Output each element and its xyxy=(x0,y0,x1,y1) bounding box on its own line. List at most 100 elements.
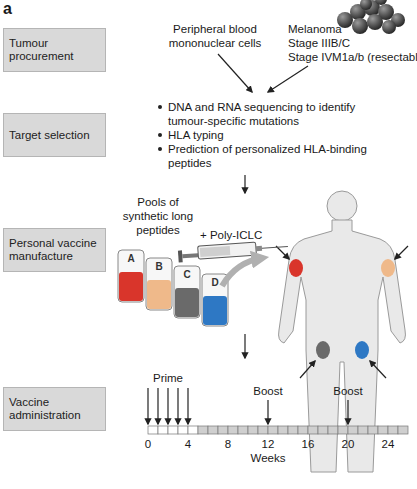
week-cell xyxy=(318,426,328,434)
bullet-text: Prediction of personalized HLA-binding p… xyxy=(168,142,383,170)
injection-arrows xyxy=(276,246,408,378)
week-cell xyxy=(258,426,268,434)
human-figure xyxy=(327,191,357,221)
dose-arrow xyxy=(187,388,188,424)
peptide-vials xyxy=(175,288,199,317)
injection-arrows xyxy=(300,361,315,378)
week-cell xyxy=(228,426,238,434)
stage-label: Personal vaccine manufacture xyxy=(9,237,100,263)
source-label: Melanoma xyxy=(288,22,342,36)
tumour-cells xyxy=(337,0,405,34)
week-cell xyxy=(198,426,208,434)
syringe xyxy=(256,246,262,251)
injection-sites xyxy=(355,341,369,359)
syringe xyxy=(182,253,198,258)
syringe xyxy=(262,246,288,248)
stage-label: Tumour procurement xyxy=(9,37,100,63)
flow-arrows xyxy=(268,66,308,92)
adjuvant-label: + Poly-ICLC xyxy=(200,228,262,242)
flow-arrows xyxy=(218,54,252,92)
peptide-vials xyxy=(174,266,200,318)
week-cell xyxy=(388,426,398,434)
tumour-cells xyxy=(367,14,383,30)
transfer-arrow xyxy=(222,258,262,286)
week-cell xyxy=(248,426,258,434)
axis-tick: 24 xyxy=(382,437,395,451)
week-cell xyxy=(278,426,288,434)
injection-sites xyxy=(289,259,303,277)
injection-sites xyxy=(381,259,395,277)
week-cell xyxy=(338,426,348,434)
dose-arrow xyxy=(147,388,148,424)
peptide-vials xyxy=(203,296,227,325)
peptide-vials xyxy=(119,272,143,301)
week-cell xyxy=(148,426,158,434)
human-figure xyxy=(279,220,406,472)
axis-title: Weeks xyxy=(251,451,286,465)
dose-arrow xyxy=(167,388,168,424)
vial-letter: A xyxy=(127,252,134,266)
tumour-cells xyxy=(382,20,396,34)
week-cell xyxy=(288,426,298,434)
source-label: Peripheral blood mononuclear cells xyxy=(160,22,270,50)
bullet-dots xyxy=(158,105,162,151)
source-label: Stage IIIB/C xyxy=(288,36,350,50)
injection-arrows xyxy=(276,246,289,259)
syringe xyxy=(178,240,289,263)
stage-label: Vaccine administration xyxy=(9,396,100,422)
dose-arrow xyxy=(157,388,158,424)
stage-band: Target selection xyxy=(3,113,106,157)
stage-label: Target selection xyxy=(9,129,90,142)
syringe xyxy=(200,246,231,257)
injection-arrows xyxy=(370,361,386,378)
week-cell xyxy=(168,426,178,434)
flow-arrows xyxy=(244,175,245,193)
vial-letter: D xyxy=(211,276,218,290)
bullet-dots xyxy=(158,105,162,109)
injection-sites xyxy=(289,259,395,359)
axis-tick: 12 xyxy=(262,437,275,451)
week-cell xyxy=(368,426,378,434)
tumour-cells xyxy=(360,0,372,10)
week-cell xyxy=(358,426,368,434)
week-cell xyxy=(268,426,278,434)
panel-letter: a xyxy=(3,0,12,18)
stage-band: Vaccine administration xyxy=(3,387,106,431)
week-cell xyxy=(188,426,198,434)
bullet-text: HLA typing xyxy=(168,128,383,142)
syringe xyxy=(178,250,183,262)
week-cell xyxy=(208,426,218,434)
dose-arrow xyxy=(177,388,178,424)
week-cell xyxy=(348,426,358,434)
peptide-vials xyxy=(146,258,172,310)
peptide-vials xyxy=(118,250,228,326)
vial-letter: C xyxy=(183,268,190,282)
injection-sites xyxy=(316,341,330,359)
dose-label: Boost xyxy=(333,384,362,398)
dose-label: Prime xyxy=(153,371,183,385)
week-cell xyxy=(178,426,188,434)
tumour-cells xyxy=(352,18,368,34)
week-cell xyxy=(398,426,408,434)
bullet-dots xyxy=(158,147,162,151)
tumour-cells xyxy=(375,0,387,5)
timeline-bar xyxy=(148,426,408,434)
axis-tick: 4 xyxy=(185,437,191,451)
dose-arrows xyxy=(148,388,348,424)
axis-tick: 16 xyxy=(302,437,315,451)
dose-label: Boost xyxy=(253,384,282,398)
human-figure xyxy=(279,191,406,472)
axis-tick: 20 xyxy=(342,437,355,451)
syringe xyxy=(198,242,257,259)
week-cell xyxy=(158,426,168,434)
peptide-vials xyxy=(147,280,171,309)
week-cell xyxy=(298,426,308,434)
week-cell xyxy=(328,426,338,434)
stage-band: Tumour procurement xyxy=(3,28,106,72)
axis-tick: 0 xyxy=(145,437,151,451)
week-cell xyxy=(238,426,248,434)
flow-arrows xyxy=(244,334,245,358)
dose-arrow xyxy=(347,400,348,424)
week-cell xyxy=(218,426,228,434)
